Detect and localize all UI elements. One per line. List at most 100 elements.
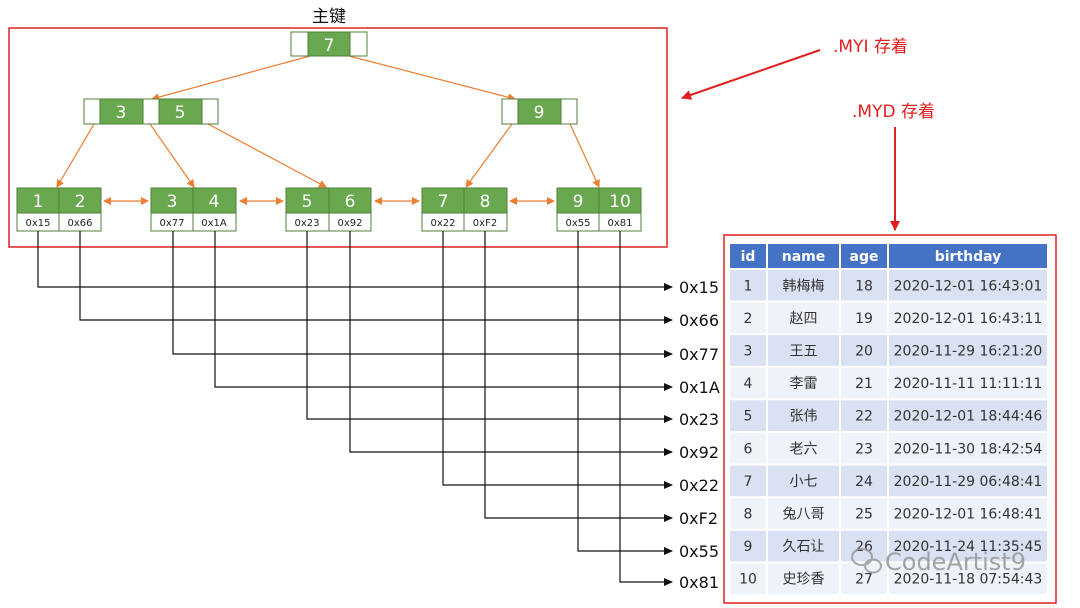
table-cell xyxy=(730,302,766,334)
address-label: 0x92 xyxy=(679,443,719,462)
table-cell xyxy=(889,563,1047,594)
table-header-cell xyxy=(730,244,766,268)
leaf-key: 3 xyxy=(167,192,178,212)
table-cell-text: 23 xyxy=(855,441,873,457)
table-cell xyxy=(730,400,766,431)
table-cell-text: 18 xyxy=(855,278,873,294)
table-cell-text: 2020-12-01 16:43:01 xyxy=(894,278,1043,294)
myi-pointer-arrow xyxy=(681,49,821,100)
table-header-age: age xyxy=(850,249,879,265)
edge-root-right xyxy=(348,55,516,102)
table-cell xyxy=(768,302,839,334)
leaf-address: 0x55 xyxy=(565,218,590,229)
table-cell-text: 赵四 xyxy=(790,311,818,327)
table-cell-text: 2020-12-01 18:44:46 xyxy=(894,409,1043,425)
table-header-name: name xyxy=(782,249,826,265)
leaf-key: 5 xyxy=(302,192,313,212)
table-cell xyxy=(841,302,887,334)
leaf-address: 0x1A xyxy=(201,218,227,229)
internal-node-right: 9 xyxy=(501,98,578,125)
pointer-0x55 xyxy=(577,231,673,555)
table-cell xyxy=(841,465,887,497)
internal-node-left: 3 5 xyxy=(83,98,219,125)
table-cell-text: 小七 xyxy=(790,474,818,490)
table-cell-text: 2020-11-29 16:21:20 xyxy=(894,344,1043,360)
data-table: id name age birthday 1 韩梅梅 18 2020-12-01 16:43:… xyxy=(730,244,1047,594)
table-cell xyxy=(889,270,1047,301)
table-cell xyxy=(889,498,1047,529)
table-cell-text: 6 xyxy=(744,441,753,457)
pointer-0x77 xyxy=(172,231,673,358)
table-cell-text: 久石让 xyxy=(783,539,825,555)
edge-l2-c xyxy=(207,123,327,188)
edge-l2-b xyxy=(149,123,195,188)
table-cell-text: 2020-11-11 11:11:11 xyxy=(894,376,1043,392)
pointer-0x66 xyxy=(79,231,673,324)
table-cell xyxy=(730,465,766,497)
leaf-key: 9 xyxy=(573,192,584,212)
table-header-id: id xyxy=(741,249,756,265)
leaf-key: 8 xyxy=(480,192,491,212)
address-label: 0x15 xyxy=(679,278,719,297)
pointer-lines xyxy=(37,231,673,586)
pointer-0x23 xyxy=(306,231,673,423)
leaf-address: 0xF2 xyxy=(473,218,497,229)
watermark-text: CodeArtist9 xyxy=(885,548,1026,576)
leaf-key: 6 xyxy=(345,192,356,212)
table-header-birthday: birthday xyxy=(935,249,1002,265)
table-cell xyxy=(730,270,766,301)
table-cell-text: 3 xyxy=(744,344,753,360)
table-cell-text: 1 xyxy=(744,278,753,294)
leaf-address: 0x23 xyxy=(294,218,319,229)
table-header-cell xyxy=(768,244,839,268)
address-label: 0x81 xyxy=(679,573,719,592)
leaf-address: 0x66 xyxy=(67,218,92,229)
table-cell-text: 4 xyxy=(744,376,753,392)
table-cell-text: 史珍香 xyxy=(783,572,825,588)
myd-label: .MYD 存着 xyxy=(852,102,935,122)
edge-root-left xyxy=(151,55,311,102)
leaf-key: 4 xyxy=(209,192,220,212)
address-label: 0x55 xyxy=(679,542,719,561)
leaf-node-4: 7 8 0x22 0xF2 xyxy=(421,187,508,232)
primary-key-label: 主键 xyxy=(312,7,346,27)
table-cell-text: 21 xyxy=(855,376,873,392)
table-header-cell xyxy=(889,244,1047,268)
leaf-address: 0x92 xyxy=(337,218,362,229)
leaf-key: 10 xyxy=(609,192,631,212)
internal-key: 5 xyxy=(175,103,186,123)
table-cell-text: 5 xyxy=(744,409,753,425)
table-cell xyxy=(841,530,887,562)
table-cell xyxy=(889,465,1047,497)
leaf-address: 0x81 xyxy=(607,218,632,229)
wechat-icon xyxy=(851,548,882,574)
table-cell-text: 2020-11-30 18:42:54 xyxy=(894,441,1043,457)
leaf-key: 1 xyxy=(33,192,44,212)
table-cell xyxy=(768,367,839,399)
leaf-node-1: 1 2 0x15 0x66 xyxy=(16,187,102,232)
table-cell xyxy=(889,367,1047,399)
leaf-address: 0x77 xyxy=(159,218,184,229)
table-cell xyxy=(841,367,887,399)
table-cell-text: 22 xyxy=(855,409,873,425)
table-cell xyxy=(768,270,839,301)
table-cell-text: 张伟 xyxy=(790,409,818,425)
table-cell-text: 王五 xyxy=(790,344,818,360)
table-cell-text: 2020-12-01 16:48:41 xyxy=(894,507,1043,523)
table-cell-text: 2020-11-18 07:54:43 xyxy=(894,572,1043,588)
table-cell xyxy=(730,335,766,366)
table-cell xyxy=(889,335,1047,366)
leaf-node-5: 9 10 0x55 0x81 xyxy=(556,187,642,232)
table-cell xyxy=(768,400,839,431)
table-cell xyxy=(730,498,766,529)
table-cell xyxy=(730,367,766,399)
table-cell-text: 2020-12-01 16:43:11 xyxy=(894,311,1043,327)
table-cell xyxy=(841,400,887,431)
table-cell xyxy=(730,433,766,464)
table-cell xyxy=(889,302,1047,334)
internal-key: 9 xyxy=(534,103,545,123)
pointer-0x22 xyxy=(442,231,673,489)
table-cell-text: 韩梅梅 xyxy=(783,278,825,294)
leaf-node-3: 5 6 0x23 0x92 xyxy=(285,187,372,232)
